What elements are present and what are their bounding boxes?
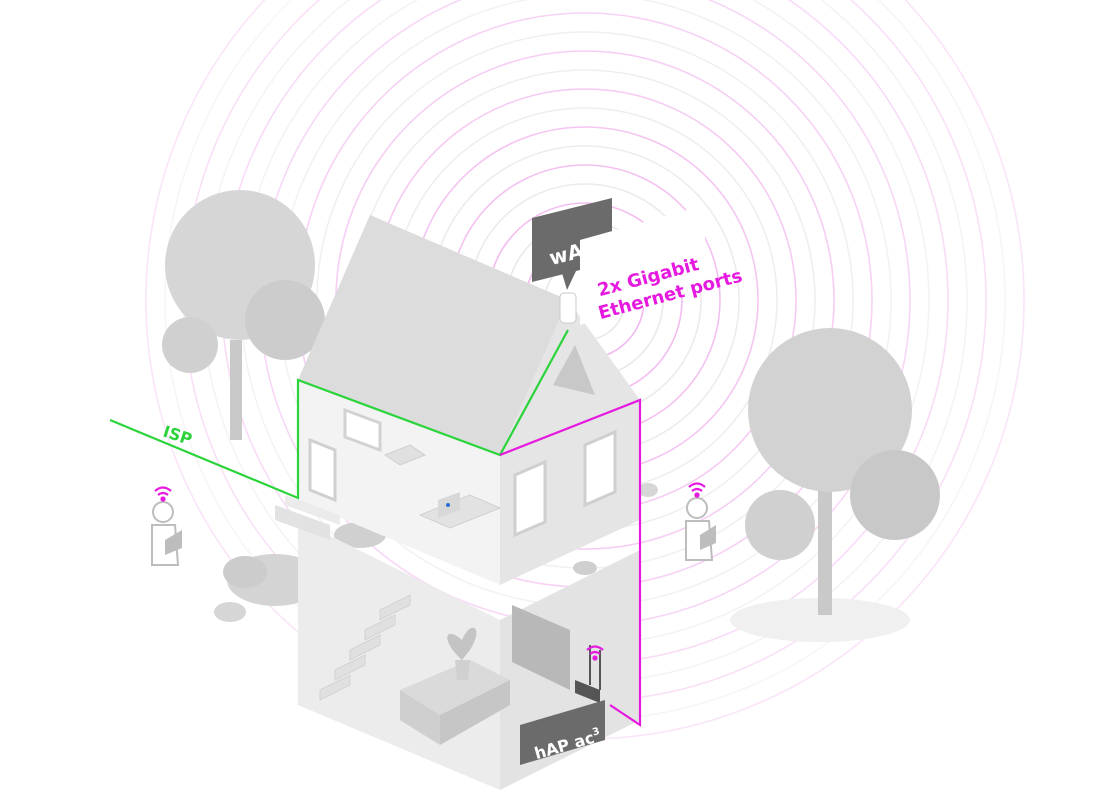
tree-right bbox=[745, 328, 940, 615]
wifi-icon bbox=[688, 482, 706, 498]
tv bbox=[512, 605, 570, 690]
stairs bbox=[319, 594, 411, 701]
tree-shadow bbox=[730, 598, 910, 642]
laptop bbox=[438, 492, 460, 518]
hap-label-sup: 3 bbox=[591, 726, 601, 739]
sofa bbox=[400, 660, 510, 745]
ethernet-cable bbox=[499, 398, 642, 728]
wap-device bbox=[559, 292, 577, 324]
hap-router bbox=[575, 645, 601, 703]
tree-left bbox=[162, 190, 325, 440]
wifi-icon bbox=[586, 645, 604, 661]
isp-cable bbox=[109, 329, 569, 500]
house bbox=[275, 215, 640, 585]
person-right bbox=[685, 482, 716, 561]
wifi-icon bbox=[154, 486, 172, 502]
cables bbox=[109, 329, 642, 728]
plant bbox=[447, 627, 477, 680]
isp-label: ISP bbox=[161, 422, 195, 449]
person-left bbox=[151, 486, 182, 566]
